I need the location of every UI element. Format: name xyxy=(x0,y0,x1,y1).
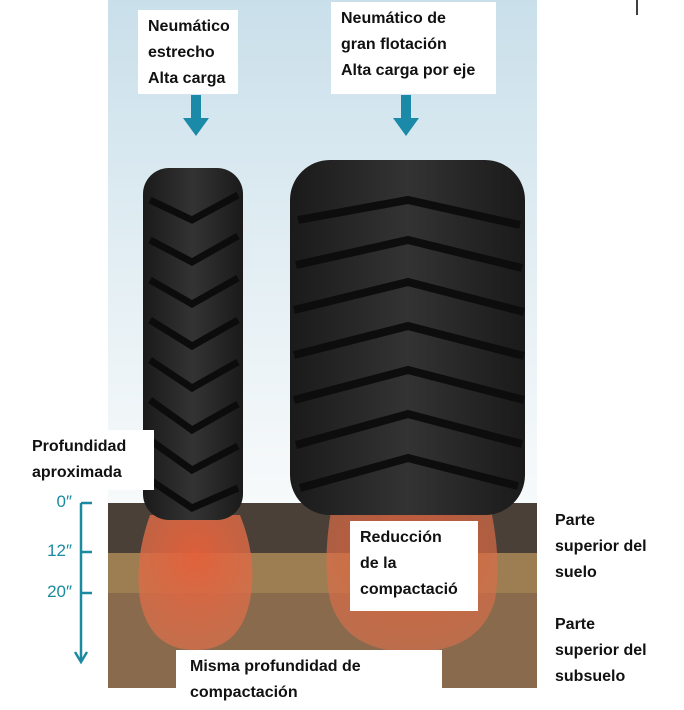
label-line: suelo xyxy=(555,564,597,581)
narrow-tire-label: Neumático estrecho Alta carga xyxy=(138,10,238,94)
depth-tick-12: 12″ xyxy=(47,541,72,560)
narrow-compaction-zone xyxy=(138,515,253,650)
label-line: gran flotación xyxy=(341,36,447,53)
reduction-label: Reducción de la compactació xyxy=(350,521,478,611)
topsoil-label: Parte superior del suelo xyxy=(555,508,647,586)
label-line: Profundidad xyxy=(32,438,127,455)
flotation-tire-label: Neumático de gran flotación Alta carga p… xyxy=(331,2,496,94)
label-line: aproximada xyxy=(32,464,122,481)
same-depth-label: Misma profundidad de compactación xyxy=(176,650,442,710)
label-line: subsuelo xyxy=(555,668,626,685)
flotation-load-arrow-icon xyxy=(393,95,419,136)
label-line: superior del xyxy=(555,538,647,555)
depth-tick-0: 0″ xyxy=(56,492,72,511)
label-line: Misma profundidad de xyxy=(190,658,361,675)
label-line: Alta carga xyxy=(148,70,226,87)
label-line: de la xyxy=(360,555,397,572)
label-line: compactación xyxy=(190,684,298,701)
label-line: Reducción xyxy=(360,529,442,546)
label-line: Neumático xyxy=(148,18,230,35)
label-line: Neumático de xyxy=(341,10,446,27)
label-line: estrecho xyxy=(148,44,215,61)
label-line: compactació xyxy=(360,581,458,598)
subsoil-label: Parte superior del subsuelo xyxy=(555,612,647,690)
label-line: Parte xyxy=(555,616,596,633)
label-line: superior del xyxy=(555,642,647,659)
depth-tick-20: 20″ xyxy=(47,582,72,601)
flotation-tire xyxy=(290,160,526,515)
narrow-tire xyxy=(143,168,243,520)
label-line: Parte xyxy=(555,512,596,529)
depth-title-label: Profundidad aproximada xyxy=(22,430,154,490)
label-line: Alta carga por eje xyxy=(341,62,476,79)
narrow-load-arrow-icon xyxy=(183,95,209,136)
depth-axis xyxy=(73,501,92,665)
